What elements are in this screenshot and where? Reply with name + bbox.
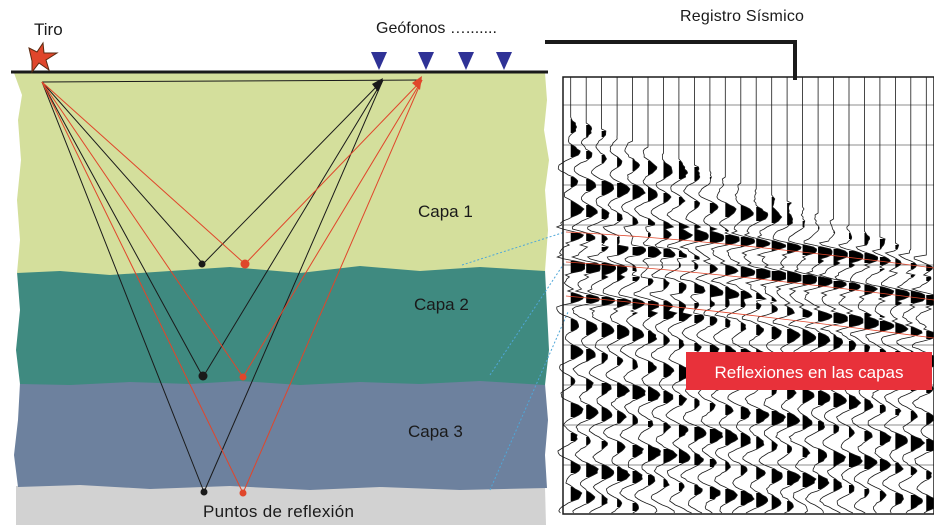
star-burst-icon xyxy=(28,41,59,74)
trace-fill xyxy=(895,245,910,505)
reflections-callout-label: Reflexiones en las capas xyxy=(714,363,904,382)
layer-3 xyxy=(14,380,548,490)
triangle-down-icon xyxy=(496,52,512,70)
black-rays xyxy=(41,79,421,493)
shot-label: Tiro xyxy=(34,20,63,39)
red-rays xyxy=(41,79,423,494)
reflections-callout: Reflexiones en las capas xyxy=(686,352,932,390)
seismic-record xyxy=(555,77,934,514)
trace-fill xyxy=(678,161,693,491)
seismic-trace xyxy=(602,77,632,514)
bedrock-layer xyxy=(16,484,546,525)
seismic-trace xyxy=(896,77,926,514)
seismic-trace xyxy=(571,77,601,514)
seismic-trace xyxy=(772,77,802,514)
earth-section xyxy=(11,70,549,525)
seismic-trace xyxy=(850,77,879,514)
triangle-down-icon xyxy=(458,52,474,70)
trace-fill xyxy=(787,203,802,511)
arrowhead-black-icon xyxy=(372,78,383,92)
seismic-trace xyxy=(664,77,694,514)
arrowhead-red-icon xyxy=(412,76,422,90)
seismic-trace xyxy=(725,77,756,514)
trace-fill xyxy=(771,197,786,509)
trace-fill xyxy=(879,239,894,501)
geophones xyxy=(371,52,512,70)
record-connector xyxy=(545,40,797,80)
seismic-trace xyxy=(710,77,740,514)
seismic-record-title: Registro Sísmico xyxy=(680,8,805,25)
reflection-points xyxy=(198,259,250,497)
triangle-down-icon xyxy=(418,52,434,70)
seismic-trace xyxy=(741,77,771,514)
seismic-trace xyxy=(633,77,662,514)
layer-3-label: Capa 3 xyxy=(408,422,463,441)
trace-fill xyxy=(694,167,709,495)
trace-fill xyxy=(601,131,616,505)
seismic-trace xyxy=(618,77,647,514)
seismic-trace xyxy=(555,77,585,514)
reflection-points-label: Puntos de reflexión xyxy=(203,502,355,521)
seismic-trace xyxy=(649,77,678,514)
trace-fill xyxy=(818,227,832,489)
seismic-trace xyxy=(695,77,725,514)
geophones-label: Geófonos …....... xyxy=(376,20,497,37)
reflection-curves xyxy=(565,231,934,339)
seismic-trace xyxy=(679,77,709,514)
layer-2 xyxy=(16,265,549,385)
seismic-trace xyxy=(865,77,895,514)
seismic-trace xyxy=(756,77,787,514)
seismic-trace xyxy=(787,77,817,514)
layer-2-label: Capa 2 xyxy=(414,295,469,314)
triangle-down-icon xyxy=(371,52,387,70)
trace-fill xyxy=(570,119,585,501)
dashed-connectors xyxy=(461,231,569,491)
layer-1-label: Capa 1 xyxy=(418,202,473,221)
seismic-trace xyxy=(834,77,864,514)
trace-fill xyxy=(802,209,817,487)
seismic-record-frame xyxy=(562,76,934,515)
trace-fill xyxy=(709,173,724,499)
seismic-trace xyxy=(880,77,910,514)
trace-fill xyxy=(663,161,678,487)
seismic-trace xyxy=(911,77,934,514)
seismic-trace xyxy=(818,77,848,514)
seismic-trace xyxy=(586,77,616,514)
seismic-trace xyxy=(803,77,833,514)
trace-fill xyxy=(586,125,601,503)
trace-fill xyxy=(617,157,631,507)
layer-1 xyxy=(14,73,549,275)
